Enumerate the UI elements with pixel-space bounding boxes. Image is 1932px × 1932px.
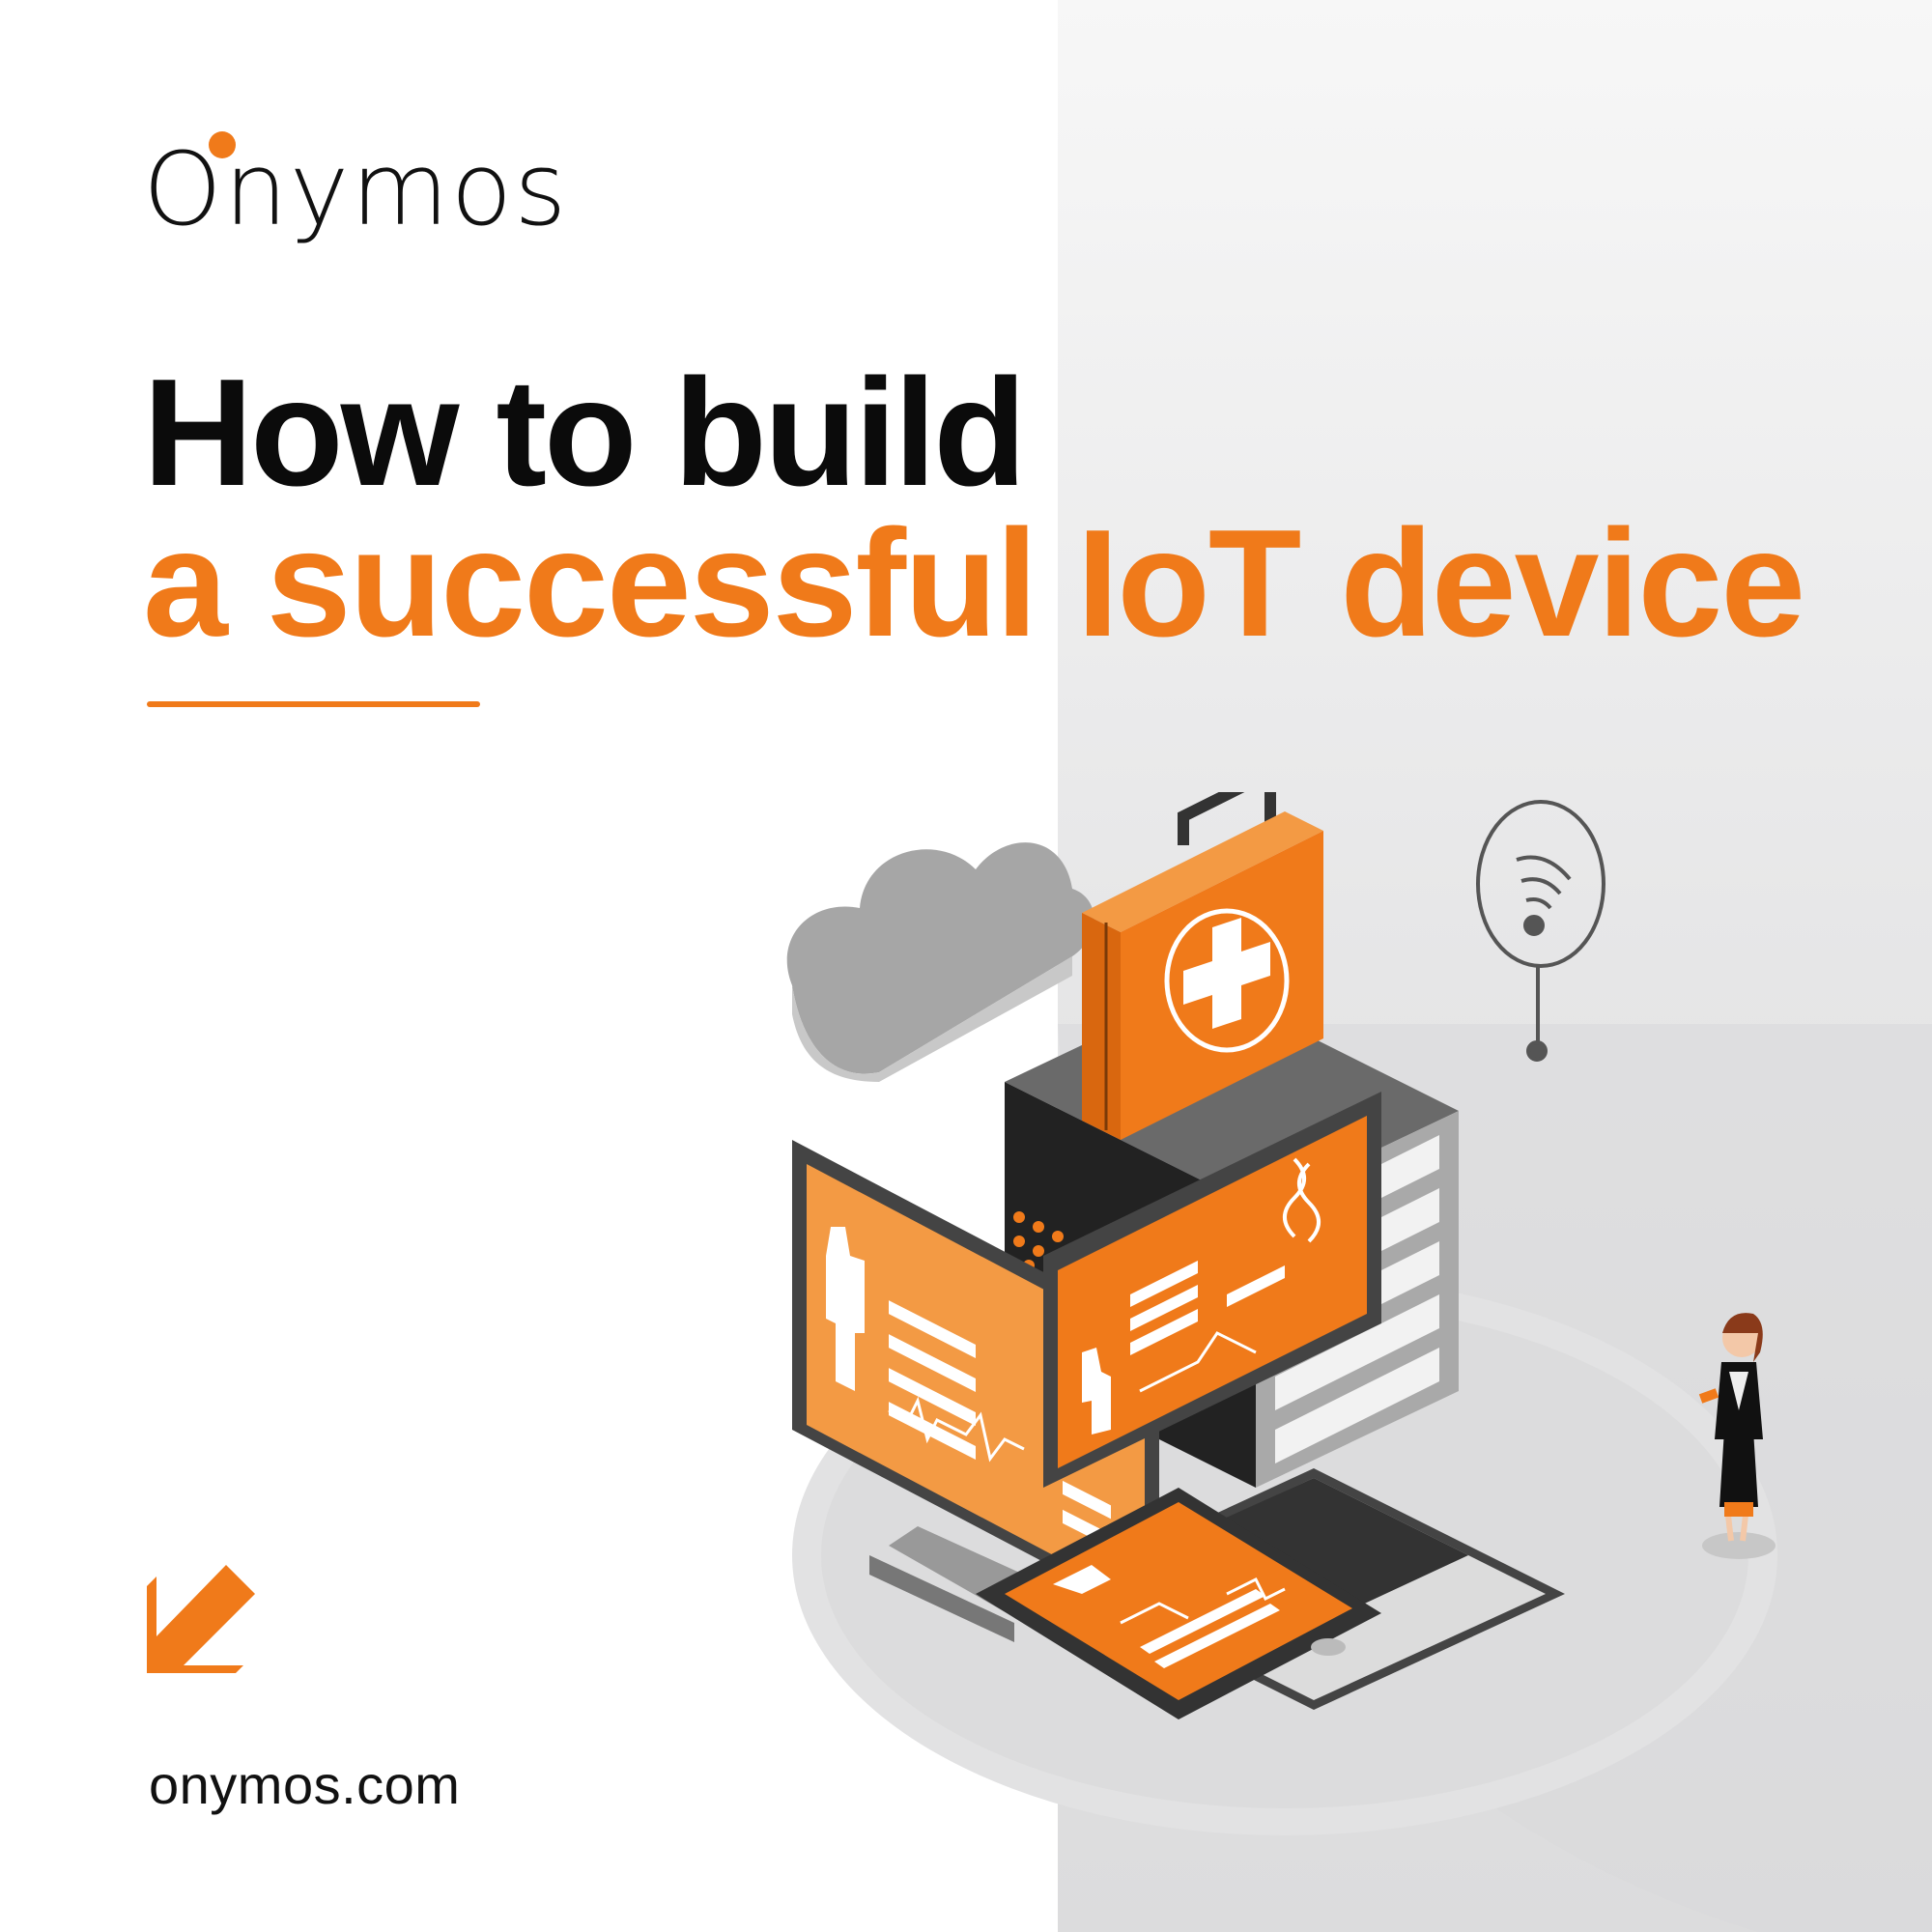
smartphone-icon — [976, 1488, 1381, 1719]
brand-logo: Onymos — [143, 122, 566, 257]
title-line-1: How to build — [143, 348, 1027, 518]
page-title: How to build a successful IoT device — [143, 348, 1805, 668]
iot-illustration — [786, 792, 1776, 1719]
monitor-icon — [792, 1140, 1159, 1642]
title-underline — [147, 701, 480, 707]
cloud-icon — [786, 842, 1094, 1082]
first-aid-kit-icon — [1082, 792, 1323, 1140]
title-line-2: a successful IoT device — [143, 498, 1805, 668]
logo-dot — [209, 131, 236, 158]
person-icon — [1698, 1313, 1776, 1559]
website-link[interactable]: onymos.com — [149, 1754, 461, 1815]
arrow-down-left-icon — [147, 1565, 255, 1673]
logo-text: Onymos — [143, 130, 569, 248]
wifi-icon — [1476, 800, 1605, 1062]
